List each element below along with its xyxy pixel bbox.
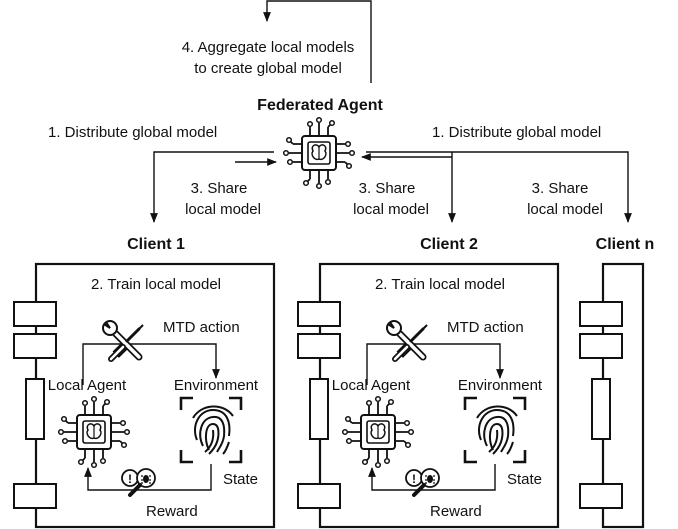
- share-label-c1-line2: local model: [185, 201, 261, 218]
- client1-mtd-action-label: MTD action: [163, 319, 240, 336]
- client1-state-label: State: [223, 471, 258, 488]
- aggregate-label-line1: 4. Aggregate local models: [182, 39, 355, 56]
- client2-train-label: 2. Train local model: [375, 276, 505, 293]
- client1-train-label: 2. Train local model: [91, 276, 221, 293]
- client1-action-arrow: [82, 343, 220, 385]
- client1-title: Client 1: [127, 236, 185, 253]
- distribute-label-right: 1. Distribute global model: [432, 124, 601, 141]
- client2-environment-label: Environment: [458, 377, 543, 394]
- client2-title: Client 2: [420, 236, 478, 253]
- distribute-arrow-client1: [150, 151, 274, 223]
- client2-local-agent-label: Local Agent: [332, 377, 411, 394]
- client1-reward-arrow: [84, 464, 212, 491]
- client2-action-arrow: [366, 343, 504, 385]
- client2-reward-label: Reward: [430, 503, 482, 520]
- aggregate-label-line2: to create global model: [194, 60, 342, 77]
- share-label-c1-line1: 3. Share: [191, 180, 248, 197]
- client2-reward-arrow: [368, 464, 496, 491]
- distribute-label-left: 1. Distribute global model: [48, 124, 217, 141]
- client-n-box: [579, 262, 645, 529]
- client2-state-label: State: [507, 471, 542, 488]
- client1-reward-label: Reward: [146, 503, 198, 520]
- client1-local-agent-label: Local Agent: [48, 377, 127, 394]
- share-label-cn-line2: local model: [527, 201, 603, 218]
- client2-box: 2. Train local model MTD action Local Ag…: [297, 262, 560, 529]
- client1-box: 2. Train local model MTD action Local Ag…: [13, 262, 276, 529]
- distribute-arrow-client-n: [366, 151, 632, 223]
- aggregate-arrow: [263, 0, 372, 83]
- share-label-cn-line1: 3. Share: [532, 180, 589, 197]
- federated-agent-title: Federated Agent: [257, 97, 383, 114]
- federated-agent-chip-icon: [282, 116, 356, 190]
- client2-mtd-action-label: MTD action: [447, 319, 524, 336]
- client-n-title: Client n: [596, 236, 655, 253]
- client1-environment-label: Environment: [174, 377, 259, 394]
- share-label-c2-line1: 3. Share: [359, 180, 416, 197]
- share-label-c2-line2: local model: [353, 201, 429, 218]
